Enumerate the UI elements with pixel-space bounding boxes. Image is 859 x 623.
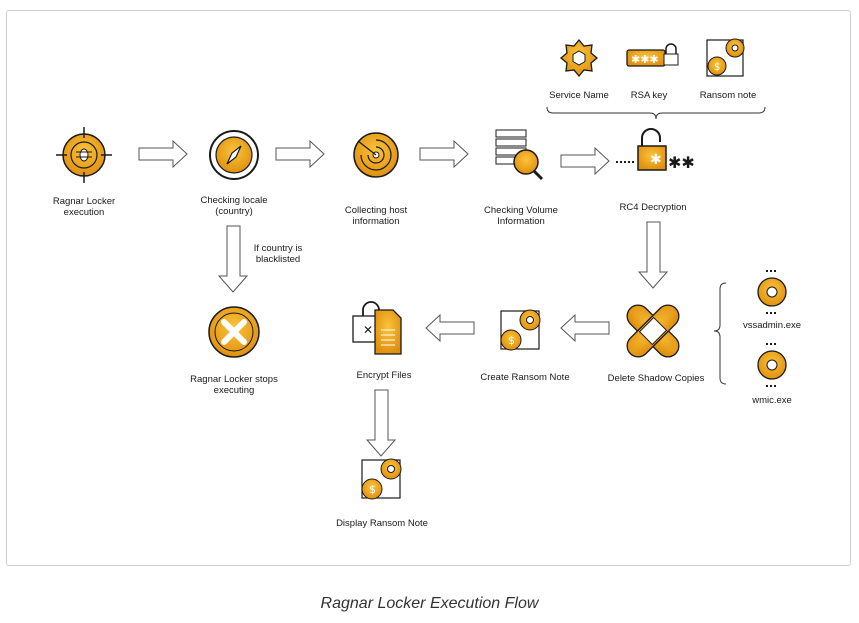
right-brace <box>713 282 727 385</box>
label-wmic: wmic.exe <box>752 395 792 406</box>
svg-text:✱✱: ✱✱ <box>668 153 695 172</box>
ransom-note-icon: $ <box>706 38 745 77</box>
bandage-icon <box>626 304 680 358</box>
top-brace <box>546 106 766 120</box>
compass-icon <box>209 130 259 180</box>
locked-file-icon: ✕ <box>352 301 402 355</box>
label-create-note: Create Ransom Note <box>480 372 570 383</box>
radar-icon <box>353 132 399 178</box>
label-display-note: Display Ransom Note <box>336 518 428 529</box>
label-delete-shadow: Delete Shadow Copies <box>607 373 705 384</box>
label-rc4: RC4 Decryption <box>619 202 687 213</box>
label-rsa-key: RSA key <box>630 90 668 101</box>
stop-x-icon <box>208 306 260 358</box>
arrow-right-2 <box>275 139 325 169</box>
arrow-right-3 <box>419 139 469 169</box>
svg-text:✱: ✱ <box>650 152 662 168</box>
svg-text:✱✱✱: ✱✱✱ <box>631 53 659 66</box>
password-lock-icon: ✱✱✱ <box>626 43 679 67</box>
label-stops: Ragnar Locker stops executing <box>190 374 278 396</box>
arrow-right-4 <box>560 146 610 176</box>
arrow-right-1 <box>138 139 188 169</box>
label-volume: Checking Volume Information <box>484 205 558 227</box>
svg-text:$: $ <box>714 62 720 73</box>
label-service-name: Service Name <box>549 90 609 101</box>
label-vssadmin: vssadmin.exe <box>742 320 802 331</box>
svg-text:$: $ <box>369 483 376 496</box>
arrow-left-2 <box>425 313 475 343</box>
figure-caption: Ragnar Locker Execution Flow <box>320 595 539 612</box>
unlock-key-icon: ✱ ✱✱ <box>616 128 695 172</box>
svg-text:✕: ✕ <box>363 323 373 337</box>
arrow-down-blacklist <box>217 225 249 293</box>
diagram-frame <box>6 10 851 566</box>
label-encrypt: Encrypt Files <box>356 370 412 381</box>
label-locale: Checking locale (country) <box>200 195 268 217</box>
svg-text:$: $ <box>508 334 515 347</box>
label-execution: Ragnar Locker execution <box>52 196 116 218</box>
arrow-down-encrypt <box>365 389 397 457</box>
target-bug-icon <box>56 127 112 183</box>
label-blacklist-condition: If country is blacklisted <box>253 243 303 265</box>
arrow-left-1 <box>560 313 610 343</box>
label-host: Collecting host information <box>344 205 408 227</box>
wmic-gear-icon <box>757 343 787 387</box>
create-note-icon: $ <box>500 309 541 351</box>
display-note-icon: $ <box>361 458 402 500</box>
label-ransom-note: Ransom note <box>699 90 757 101</box>
gear-hex-icon <box>559 38 599 78</box>
arrow-down-rc4 <box>637 221 669 289</box>
volume-search-icon <box>495 129 544 181</box>
vssadmin-gear-icon <box>757 270 787 314</box>
